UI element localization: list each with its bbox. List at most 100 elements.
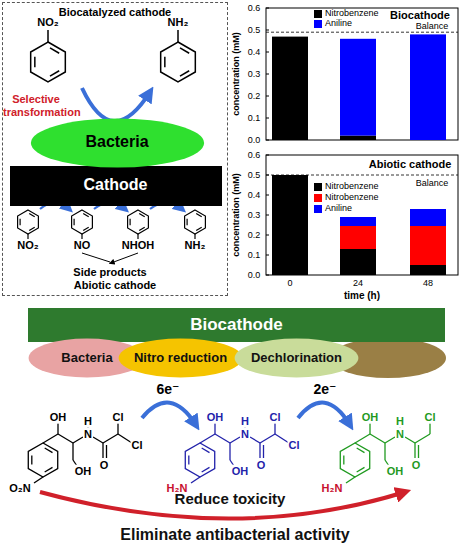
biocathode-band: Biocathode: [28, 308, 445, 342]
atom-label: H₂N: [321, 482, 344, 495]
bond-line: [50, 71, 59, 76]
bond-line: [106, 445, 107, 458]
atom-label: N: [83, 428, 93, 441]
tick-label: 0.2: [248, 91, 261, 101]
bond-line: [266, 8, 269, 9]
transformation-arrow: [82, 88, 150, 121]
node-text: Nitro reduction: [134, 351, 227, 366]
bond-line: [355, 434, 370, 443]
bond-line: [266, 155, 269, 156]
bond-line: [93, 437, 103, 443]
tick-label: 0.1: [248, 113, 261, 123]
benzene-ring: [128, 210, 149, 234]
node-text: Cathode: [84, 176, 148, 194]
bar: [272, 175, 308, 275]
tick-label: 0.4: [248, 190, 261, 200]
bar: [410, 34, 446, 140]
atom-label: H: [395, 415, 405, 428]
bond-line: [414, 443, 415, 458]
node-text: Bacteria: [61, 351, 112, 366]
atom-label: O: [411, 459, 422, 472]
bond-line: [385, 437, 395, 443]
tick-label: 0.6: [248, 150, 261, 160]
bond-line: [369, 423, 370, 434]
bond-line: [250, 437, 260, 443]
bond-line: [266, 195, 269, 196]
bond-line: [260, 434, 275, 443]
atom-label: Cl: [269, 411, 282, 424]
axis-title: time (h): [344, 290, 380, 302]
bond-line: [81, 234, 82, 239]
tick-label: 0.5: [248, 170, 261, 180]
bond-line: [102, 443, 103, 458]
bond-line: [45, 448, 53, 453]
atom-label: N: [395, 428, 405, 441]
bond-line: [45, 467, 53, 472]
tick-label: 0.0: [248, 270, 261, 280]
bond-line: [266, 52, 269, 53]
atom-label: OH: [74, 465, 93, 478]
bond-line: [117, 423, 118, 434]
bond-line: [266, 140, 269, 141]
atom-label: OH: [49, 411, 68, 424]
process-note: Selective transformation: [3, 93, 69, 118]
atom-label: H: [240, 415, 250, 428]
bond-line: [187, 219, 188, 225]
bond-line: [415, 434, 430, 443]
bar: [340, 136, 376, 140]
chemical-group: NHOH: [122, 239, 154, 252]
bond-line: [72, 443, 73, 460]
process-ellipse: Nitro reduction: [118, 338, 243, 378]
tick-label: 24: [353, 278, 363, 288]
atom-label: Cl: [288, 439, 301, 452]
bond-line: [188, 455, 189, 464]
bond-line: [196, 214, 202, 217]
bond-line: [34, 57, 36, 68]
bond-line: [20, 219, 21, 225]
benzene-ring: [31, 42, 66, 82]
tick-label: 0.5: [248, 25, 261, 35]
tick-label: 0.3: [248, 210, 261, 220]
atom-label: O₂N: [8, 482, 31, 495]
plot-frame: [266, 155, 458, 275]
bond-line: [180, 48, 189, 53]
bond-line: [164, 57, 166, 68]
bond-line: [266, 235, 269, 236]
axis-title: concentration (mM): [231, 173, 241, 257]
atom-label: OH: [361, 411, 380, 424]
bar: [410, 265, 446, 275]
bond-line: [137, 234, 138, 239]
legend-text: Nitrobenzene: [325, 181, 379, 191]
bond-line: [259, 443, 260, 458]
balance-line: [266, 175, 458, 176]
benzene-ring: [18, 210, 39, 234]
bond-line: [196, 227, 202, 230]
rect-fill: [10, 166, 222, 206]
plot-frame: [266, 8, 458, 140]
benzene-ring: [340, 443, 369, 477]
tick-label: 0.2: [248, 230, 261, 240]
bond-line: [229, 443, 230, 460]
atom-label: O: [99, 459, 110, 472]
bond-line: [263, 445, 264, 458]
electron-label: 2e⁻: [314, 381, 337, 397]
bond-line: [29, 227, 35, 230]
bond-line: [274, 423, 275, 434]
legend-swatch: [314, 10, 322, 18]
bond-line: [139, 214, 145, 217]
benzene-ring: [72, 210, 93, 234]
chart-title: Abiotic cathode: [369, 158, 452, 171]
tick-label: 0: [287, 278, 292, 288]
side-product-arrow: [111, 253, 138, 263]
bond-line: [266, 96, 269, 97]
atom-label: N: [240, 428, 250, 441]
bond-line: [103, 434, 118, 443]
bond-line: [266, 74, 269, 75]
bond-line: [405, 437, 415, 443]
chart-title: Biocathode: [390, 9, 450, 22]
bond-line: [214, 423, 215, 434]
ellipse-fill: [119, 338, 243, 377]
bond-line: [200, 434, 215, 443]
process-ellipse: Dechlorination: [234, 338, 359, 378]
atom-label: H: [83, 415, 93, 428]
